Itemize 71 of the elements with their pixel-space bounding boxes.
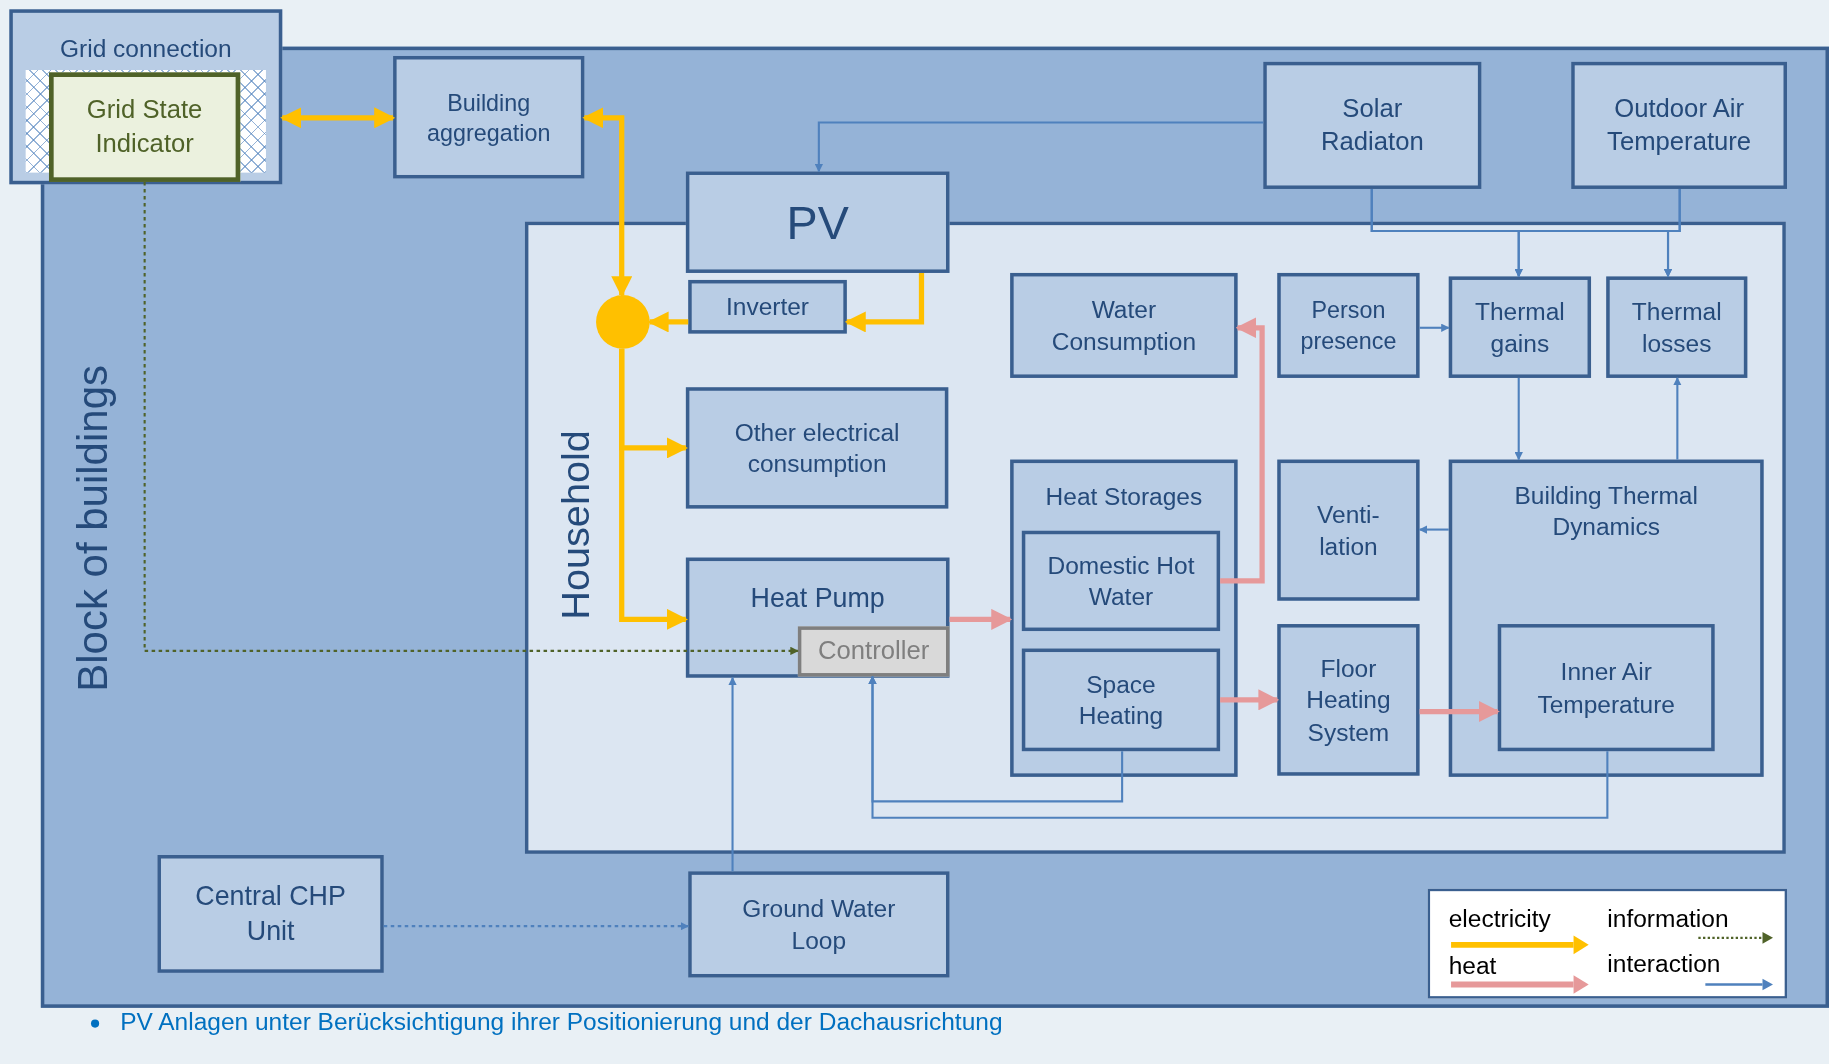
node-label: Block of buildings xyxy=(72,365,115,692)
node-label: Heat Storages xyxy=(1045,481,1203,512)
process-box xyxy=(685,171,950,273)
process-box xyxy=(685,387,949,509)
node-label: Solar Radiaton xyxy=(1319,92,1425,158)
connector-arrow xyxy=(280,107,396,129)
node-label: Floor Heating System xyxy=(1305,653,1392,748)
connector-arrow xyxy=(143,181,799,656)
connector-arrow xyxy=(814,121,1264,173)
connector-arrow xyxy=(949,608,1013,630)
process-box xyxy=(157,855,384,973)
node-label: PV xyxy=(786,195,849,250)
connector-arrow xyxy=(619,348,688,630)
legend-label: interaction xyxy=(1607,949,1721,978)
node-label: Household xyxy=(555,430,595,620)
connector-arrow xyxy=(1663,188,1681,278)
process-box xyxy=(1021,648,1221,752)
connector-arrow xyxy=(383,921,690,931)
connector-arrow xyxy=(1220,317,1265,584)
process-box xyxy=(1606,276,1748,378)
process-box xyxy=(393,56,585,179)
node-label: Heat Pump xyxy=(750,581,885,615)
connector-arrow xyxy=(1673,377,1682,460)
node-label: Central CHP Unit xyxy=(194,879,347,948)
node-label: Building aggregation xyxy=(426,88,552,148)
process-box xyxy=(1571,61,1787,189)
process-box xyxy=(1448,276,1592,378)
node-label: Person presence xyxy=(1299,296,1398,356)
process-box xyxy=(1277,624,1420,776)
connector-arrow xyxy=(1418,525,1449,534)
node-label: Water Consumption xyxy=(1050,294,1198,357)
legend-label: heat xyxy=(1448,951,1497,980)
node-label: Inner Air Temperature xyxy=(1536,657,1676,720)
node-label: Ground Water Loop xyxy=(741,893,897,956)
node-label: Thermal gains xyxy=(1473,296,1566,359)
indicator-box xyxy=(49,72,241,182)
bullet-text: PV Anlagen unter Berücksichtigung ihrer Positionierung und der Dachausrichtung xyxy=(120,1009,1004,1035)
node-label: Building Thermal Dynamics xyxy=(1513,480,1699,543)
connector-arrow xyxy=(582,107,633,298)
node-label: Space Heating xyxy=(1077,669,1165,732)
connector-arrow xyxy=(728,676,737,872)
process-box xyxy=(688,279,847,334)
process-box xyxy=(1010,272,1238,378)
process-box xyxy=(1010,459,1238,777)
process-box xyxy=(1497,624,1715,752)
node-label: Grid State Indicator xyxy=(85,93,204,160)
node-label: Venti- lation xyxy=(1316,499,1381,562)
process-box xyxy=(685,557,950,678)
node-label: Controller xyxy=(818,634,930,668)
node-label: Other electrical consumption xyxy=(733,417,901,480)
connector-arrow xyxy=(1419,701,1500,723)
process-box xyxy=(1263,61,1482,189)
node-label: Outdoor Air Temperature xyxy=(1606,92,1753,158)
process-box xyxy=(1277,272,1420,378)
process-box xyxy=(1448,459,1764,777)
process-box xyxy=(1021,530,1221,632)
connector-arrow xyxy=(1419,323,1450,332)
node-label: Thermal losses xyxy=(1630,296,1723,359)
legend-label: electricity xyxy=(1448,905,1551,934)
connector-arrow xyxy=(1514,377,1523,461)
node-label: Inverter xyxy=(726,292,810,322)
legend-label: information xyxy=(1607,905,1729,934)
connector-arrow xyxy=(868,675,1609,819)
process-box xyxy=(1277,459,1420,601)
connector-arrow xyxy=(647,311,689,333)
controller-box xyxy=(797,626,950,677)
node-label: Domestic Hot Water xyxy=(1046,550,1196,613)
process-box xyxy=(688,871,950,978)
node-label: Grid connection xyxy=(60,34,232,64)
connector-arrow xyxy=(1220,689,1280,711)
connector-arrow xyxy=(844,272,925,333)
